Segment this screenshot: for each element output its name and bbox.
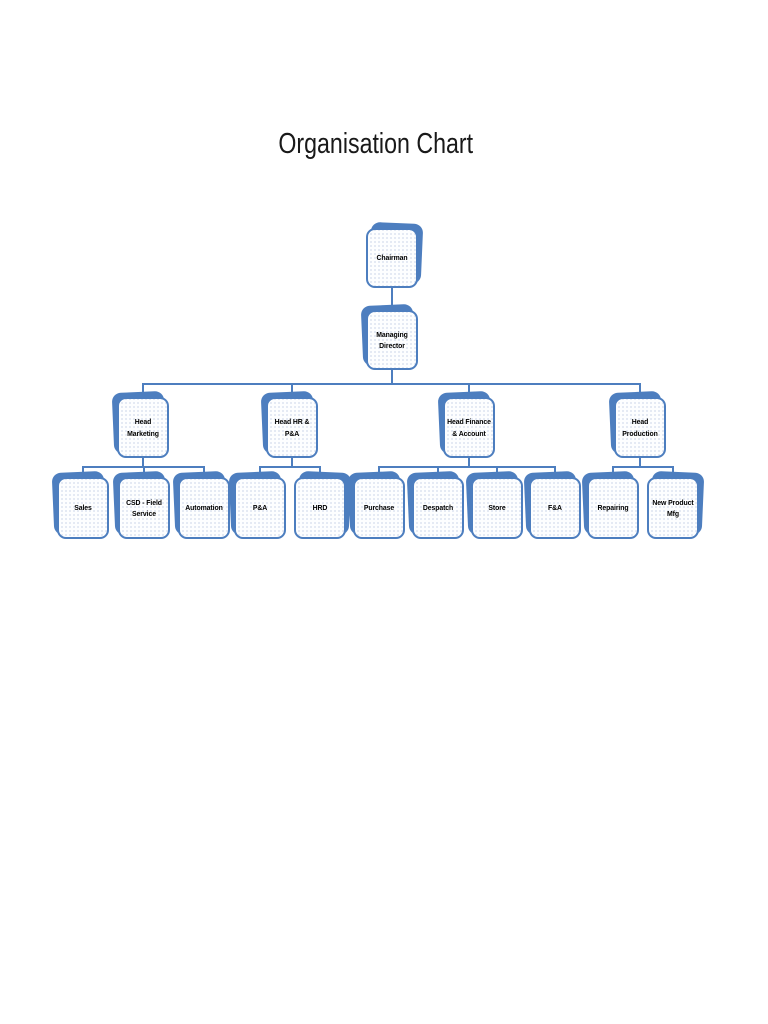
connector-line	[259, 466, 321, 468]
connector-line	[391, 288, 393, 310]
connector-line	[639, 458, 641, 467]
org-node-label: Head HR & P&A	[274, 417, 310, 438]
connector-line	[468, 384, 470, 397]
org-node-label: Head Finance & Account	[447, 417, 491, 438]
node-face: Head HR & P&A	[266, 397, 318, 458]
connector-line	[142, 458, 144, 467]
node-face: Automation	[178, 477, 230, 539]
node-face: Head Production	[614, 397, 666, 458]
org-node-despatch: Despatch	[406, 470, 464, 539]
org-node-label: Head Marketing	[127, 417, 159, 438]
connector-line	[142, 384, 144, 397]
org-node-repairing: Repairing	[581, 470, 639, 539]
connector-line	[391, 370, 393, 384]
org-node-label: P&A	[252, 503, 268, 513]
org-node-label: Purchase	[363, 503, 395, 513]
connector-line	[378, 466, 556, 468]
org-node-automation: Automation	[172, 470, 230, 539]
org-node-sales: Sales	[51, 470, 109, 539]
org-node-hrd: HRD	[294, 470, 352, 539]
connector-line	[291, 458, 293, 467]
node-face: New Product Mfg	[647, 477, 699, 539]
org-node-head-hr-pa: Head HR & P&A	[260, 390, 318, 458]
org-node-label: HRD	[312, 503, 328, 513]
connector-line	[468, 458, 470, 467]
node-face: Head Finance & Account	[443, 397, 495, 458]
org-node-new-product-mfg: New Product Mfg	[647, 470, 705, 539]
node-face: Managing Director	[366, 310, 418, 370]
org-node-label: Automation	[185, 503, 223, 513]
org-node-label: Managing Director	[376, 329, 408, 350]
org-node-label: Repairing	[597, 503, 629, 513]
org-node-head-finance-account: Head Finance & Account	[437, 390, 495, 458]
org-node-label: Despatch	[422, 503, 454, 513]
org-node-label: Sales	[74, 503, 92, 513]
org-node-fa: F&A	[523, 470, 581, 539]
org-node-label: Chairman	[376, 253, 408, 263]
org-node-label: F&A	[548, 503, 562, 513]
page-title: Organisation Chart	[0, 128, 752, 161]
node-face: HRD	[294, 477, 346, 539]
org-node-chairman: Chairman	[366, 221, 424, 288]
node-face: Head Marketing	[117, 397, 169, 458]
org-node-purchase: Purchase	[347, 470, 405, 539]
org-node-pa: P&A	[228, 470, 286, 539]
org-node-head-marketing: Head Marketing	[111, 390, 169, 458]
org-node-managing-director: Managing Director	[360, 303, 418, 370]
org-node-label: Store	[488, 503, 506, 513]
org-node-label: CSD - Field Service	[126, 497, 162, 518]
node-face: CSD - Field Service	[118, 477, 170, 539]
org-node-csd-field-service: CSD - Field Service	[112, 470, 170, 539]
org-node-label: Head Production	[622, 417, 658, 438]
org-node-label: New Product Mfg	[652, 497, 694, 518]
node-face: P&A	[234, 477, 286, 539]
node-face: Purchase	[353, 477, 405, 539]
node-face: Chairman	[366, 228, 418, 288]
connector-line	[612, 466, 674, 468]
node-face: Despatch	[412, 477, 464, 539]
node-face: Store	[471, 477, 523, 539]
connector-line	[142, 383, 641, 385]
org-node-head-production: Head Production	[608, 390, 666, 458]
org-node-store: Store	[465, 470, 523, 539]
node-face: Repairing	[587, 477, 639, 539]
connector-line	[639, 384, 641, 397]
connector-line	[291, 384, 293, 397]
page-title-text: Organisation Chart	[278, 128, 474, 160]
node-face: Sales	[57, 477, 109, 539]
node-face: F&A	[529, 477, 581, 539]
